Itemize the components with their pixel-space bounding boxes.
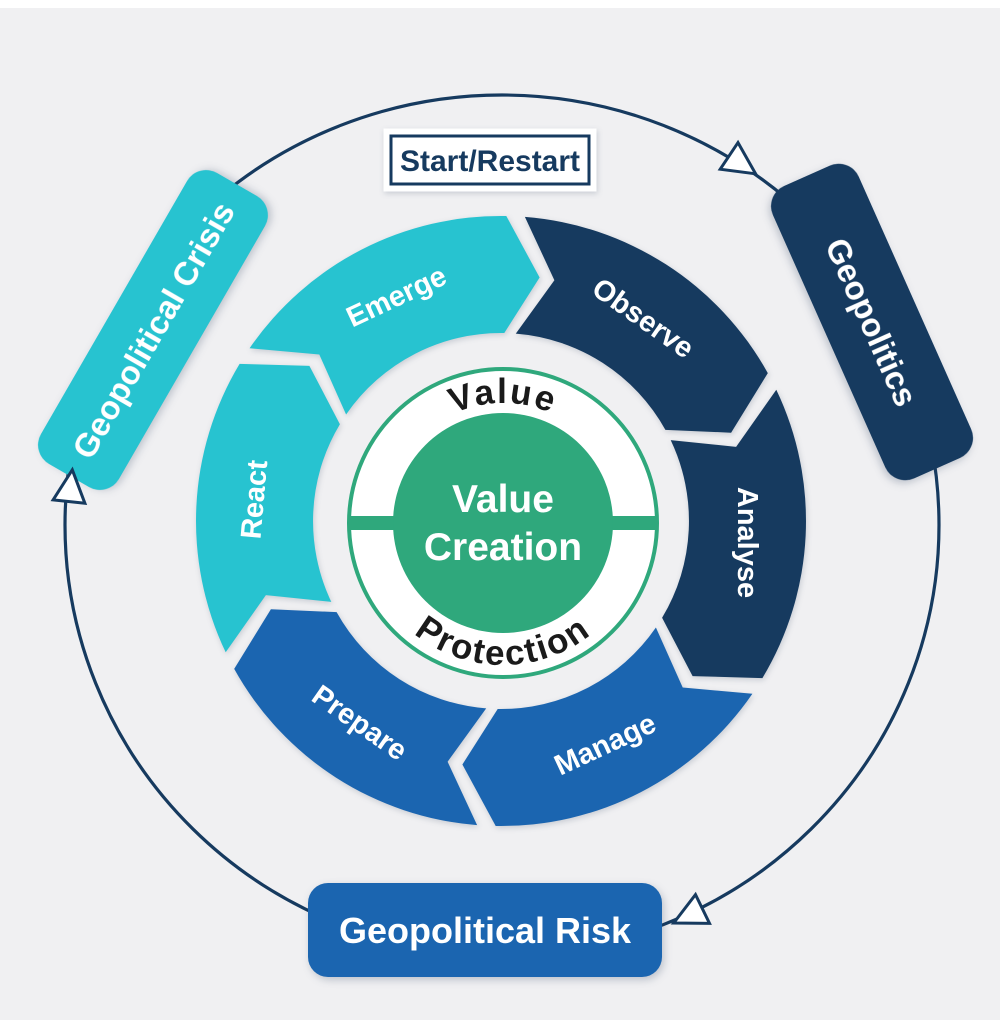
cycle-segment-react bbox=[196, 363, 340, 653]
cycle-segment-prepare bbox=[234, 609, 487, 826]
value-creation-center: Value Protection Value Creation bbox=[347, 367, 659, 679]
geopolitical-crisis-box-bg bbox=[38, 170, 268, 490]
geopolitics-box-bg bbox=[771, 163, 973, 481]
cycle-segment-analyse bbox=[662, 389, 806, 679]
start-restart-label: Start/Restart bbox=[400, 145, 580, 178]
ring-divider-right bbox=[611, 516, 658, 530]
start-restart-box-rim bbox=[383, 128, 597, 192]
start-restart-box: Start/Restart bbox=[383, 128, 597, 192]
flow-arrowhead-to-geopolitics bbox=[717, 139, 759, 176]
value-creation-title-line1: Value bbox=[452, 478, 554, 521]
cycle-segment-observe bbox=[515, 216, 768, 433]
geopolitical-risk-box-bg bbox=[308, 883, 662, 977]
value-creation-title-line2: Creation bbox=[424, 526, 582, 569]
flow-arrowhead-to-geopolitical-risk bbox=[670, 891, 712, 925]
cycle-segment-label-react: React bbox=[236, 458, 275, 540]
flow-arrowhead-to-geopolitical-crisis bbox=[50, 466, 88, 506]
top-margin-strip bbox=[0, 0, 1000, 8]
cycle-segment-manage bbox=[462, 627, 753, 827]
geopolitical-risk-label: Geopolitical Risk bbox=[339, 910, 632, 951]
value-creation-disc bbox=[393, 413, 613, 633]
geopolitics-box: Geopolitics bbox=[771, 163, 973, 481]
ring-divider-left bbox=[349, 516, 396, 530]
cycle-segment-label-analyse: Analyse bbox=[731, 487, 763, 598]
flow-arrowheads bbox=[50, 139, 759, 925]
cycle-segment-emerge bbox=[249, 215, 540, 415]
geopolitical-risk-box: Geopolitical Risk bbox=[308, 883, 662, 977]
start-restart-box-bg bbox=[389, 134, 591, 186]
